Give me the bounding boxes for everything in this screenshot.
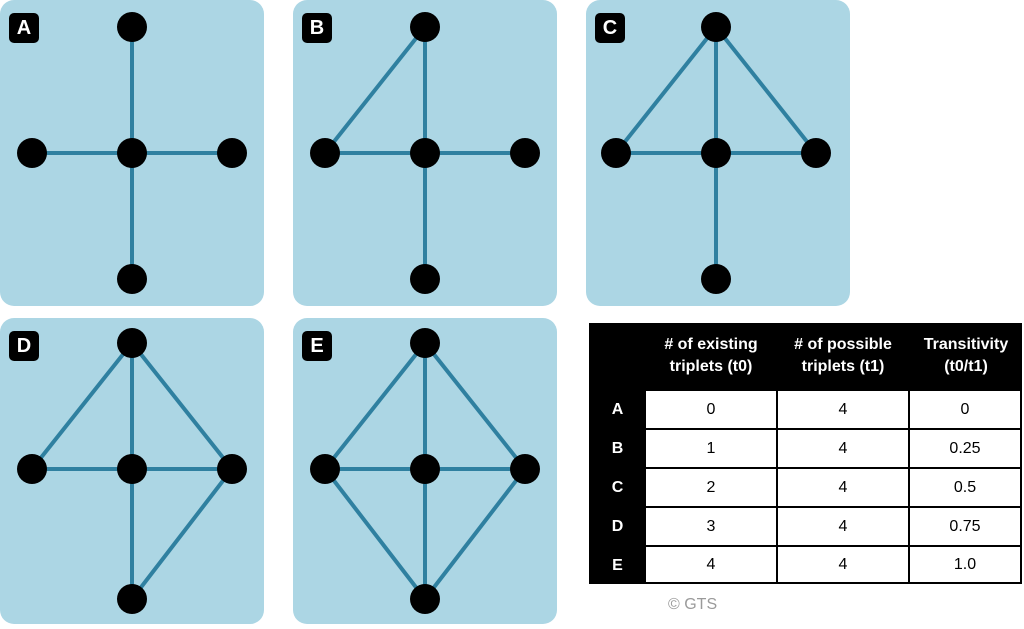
node (117, 328, 147, 358)
table-cell: 0 (910, 391, 1020, 428)
node (117, 584, 147, 614)
row-label: C (611, 478, 624, 496)
edge (423, 467, 527, 601)
table-cell: 2 (646, 469, 776, 506)
row-label: D (611, 517, 624, 535)
node (410, 454, 440, 484)
edge (714, 25, 818, 155)
edge (323, 25, 427, 155)
graph-panel-a: A (0, 0, 264, 306)
table-cell: 3 (646, 508, 776, 545)
panel-label: B (302, 13, 332, 43)
graph-panel-b: B (293, 0, 557, 306)
node (217, 454, 247, 484)
panel-label: C (595, 13, 625, 43)
table-cell: 4 (646, 547, 776, 582)
node (601, 138, 631, 168)
graph-panel-d: D (0, 318, 264, 624)
node (510, 454, 540, 484)
edge (130, 467, 234, 601)
node (117, 12, 147, 42)
edge (423, 341, 527, 471)
node (117, 264, 147, 294)
graph-a (17, 12, 247, 294)
table-cell: 0.75 (910, 508, 1020, 545)
node (510, 138, 540, 168)
edge (30, 341, 134, 471)
table-cell: 0.25 (910, 430, 1020, 467)
node (217, 138, 247, 168)
node (117, 138, 147, 168)
node (701, 264, 731, 294)
node (17, 454, 47, 484)
row-label: A (611, 400, 624, 418)
table-cell: 4 (778, 430, 908, 467)
row-label: E (612, 556, 623, 574)
graph-e (310, 328, 540, 614)
panel-label: E (302, 331, 332, 361)
copyright-text: © GTS (668, 596, 718, 613)
table-cell: 0.5 (910, 469, 1020, 506)
table-cell: 4 (778, 391, 908, 428)
column-header-possible: # of possible triplets (t1) (794, 336, 892, 375)
edge (614, 25, 718, 155)
table-cell: 4 (778, 508, 908, 545)
node (701, 138, 731, 168)
panel-label: A (9, 13, 39, 43)
table-cell: 4 (778, 547, 908, 582)
panel-label: D (9, 331, 39, 361)
transitivity-table: # of existing triplets (t0) # of possibl… (589, 323, 1022, 584)
table-cell: 1.0 (910, 547, 1020, 582)
row-label: B (611, 439, 624, 457)
node (310, 454, 340, 484)
table-cell: 4 (778, 469, 908, 506)
node (117, 454, 147, 484)
column-header-existing: # of existing triplets (t0) (664, 336, 758, 375)
edge (323, 467, 427, 601)
node (801, 138, 831, 168)
graph-panel-e: E (293, 318, 557, 624)
column-header-transitivity: Transitivity (t0/t1) (923, 336, 1009, 375)
node (410, 264, 440, 294)
table-cell: 1 (646, 430, 776, 467)
node (410, 584, 440, 614)
graph-d (17, 328, 247, 614)
node (410, 138, 440, 168)
node (701, 12, 731, 42)
edge (323, 341, 427, 471)
node (410, 328, 440, 358)
graph-c (601, 12, 831, 294)
node (310, 138, 340, 168)
node (17, 138, 47, 168)
node (410, 12, 440, 42)
graph-panel-c: C (586, 0, 850, 306)
graph-b (310, 12, 540, 294)
edge (130, 341, 234, 471)
table-cell: 0 (646, 391, 776, 428)
